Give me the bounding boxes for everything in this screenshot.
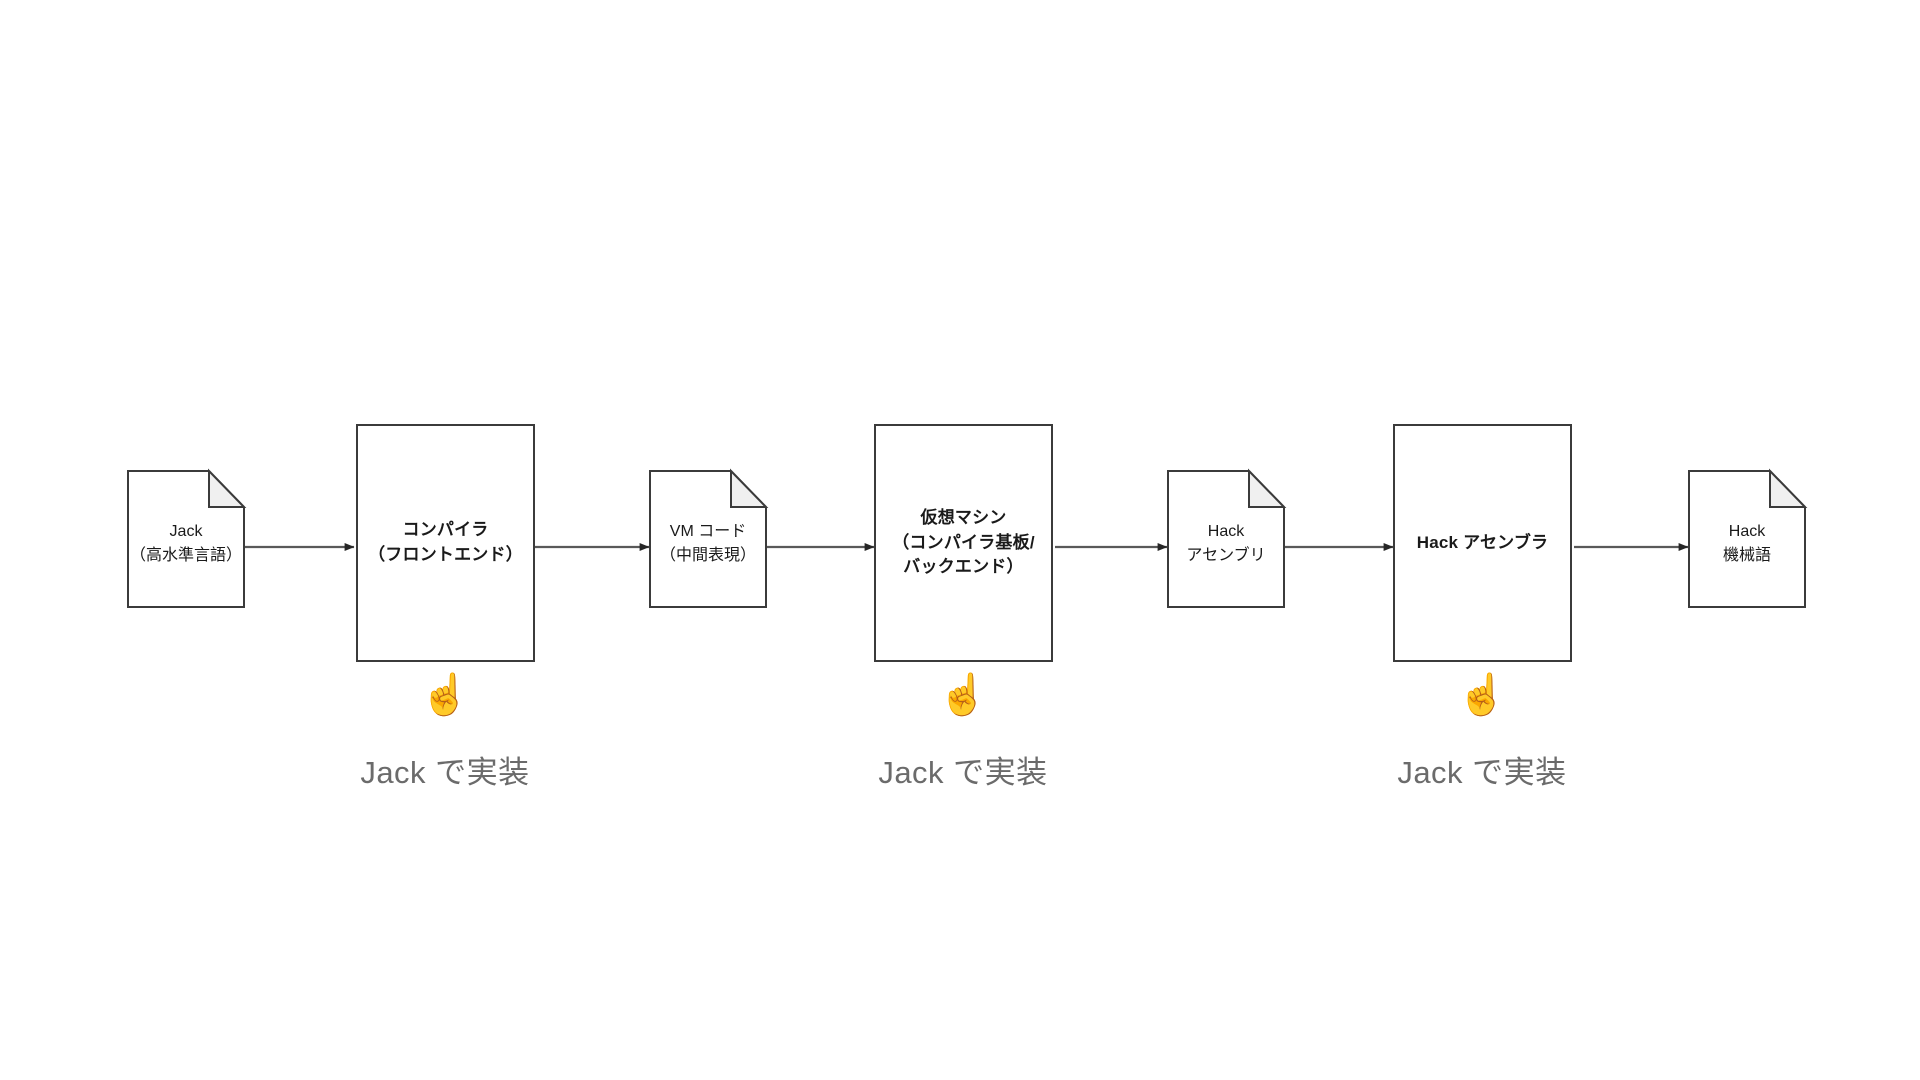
index-pointing-up-icon: ☝️ xyxy=(938,673,988,717)
document-shape-icon xyxy=(127,468,247,608)
annotation-caption: Jack で実装 xyxy=(1397,755,1567,790)
node-compiler-frontend[interactable]: コンパイラ （フロントエンド） xyxy=(356,424,535,662)
node-hack-machine-language[interactable]: Hack 機械語 xyxy=(1688,468,1808,608)
page-fold-icon xyxy=(1769,468,1808,508)
document-shape-icon xyxy=(1688,468,1808,608)
node-label: Hack 機械語 xyxy=(1722,523,1771,564)
node-label: Jack （高水準言語） xyxy=(129,523,242,564)
index-pointing-up-icon: ☝️ xyxy=(420,673,470,717)
node-label: Hack アセンブリ xyxy=(1186,523,1266,564)
node-jack-source[interactable]: Jack （高水準言語） xyxy=(127,468,247,608)
page-fold-icon xyxy=(730,468,769,508)
node-vm-code[interactable]: VM コード （中間表現） xyxy=(649,468,769,608)
annotation-caption: Jack で実装 xyxy=(878,755,1048,790)
page-fold-icon xyxy=(208,468,247,508)
annotation-assembler: ☝️ Jack で実装 xyxy=(1382,675,1582,792)
node-hack-assembler[interactable]: Hack アセンブラ xyxy=(1393,424,1572,662)
node-hack-assembly[interactable]: Hack アセンブリ xyxy=(1167,468,1287,608)
index-pointing-up-icon: ☝️ xyxy=(1457,673,1507,717)
node-label: 仮想マシン （コンパイラ基板/ バックエンド） xyxy=(892,508,1035,577)
document-shape-icon xyxy=(649,468,769,608)
annotation-virtual-machine: ☝️ Jack で実装 xyxy=(863,675,1063,792)
node-label: コンパイラ （フロントエンド） xyxy=(368,520,523,564)
annotation-caption: Jack で実装 xyxy=(360,755,530,790)
node-virtual-machine[interactable]: 仮想マシン （コンパイラ基板/ バックエンド） xyxy=(874,424,1053,662)
page-fold-icon xyxy=(1248,468,1287,508)
node-label: Hack アセンブラ xyxy=(1416,532,1549,552)
node-label: VM コード （中間表現） xyxy=(659,523,756,564)
document-shape-icon xyxy=(1167,468,1287,608)
annotation-compiler: ☝️ Jack で実装 xyxy=(345,675,545,792)
